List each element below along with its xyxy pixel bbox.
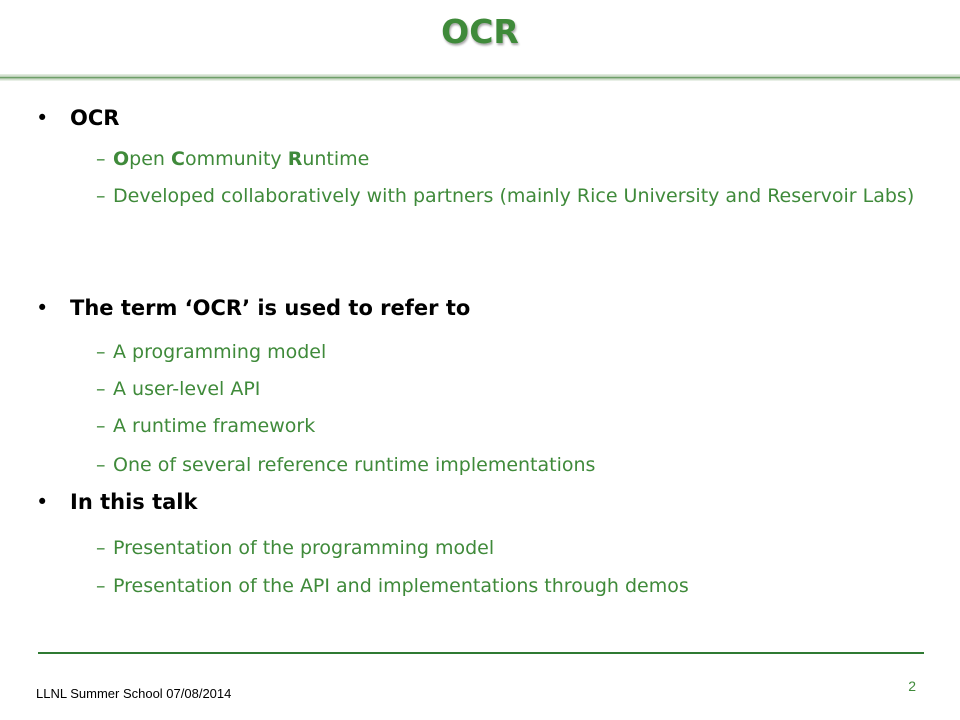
dash-icon: – [96,378,106,400]
sub-bullet-text: Developed collaboratively with partners … [113,185,915,207]
slide-title: OCR [441,12,519,51]
footer-text: LLNL Summer School 07/08/2014 [36,686,232,701]
bullet-heading-text: In this talk [70,490,198,514]
title-underline [0,77,960,78]
dash-icon: – [96,148,106,170]
sub-bullet: – One of several reference runtime imple… [96,451,596,479]
sub-bullet-text-part: ommunity [184,148,288,170]
bullet-heading: • OCR [36,106,120,130]
sub-bullet: – A programming model [96,338,327,366]
dash-icon: – [96,185,106,207]
sub-bullet-text: A runtime framework [113,415,316,437]
bullet-dot-icon: • [36,490,49,514]
page-number: 2 [908,678,916,694]
sub-bullet: – Developed collaboratively with partner… [96,182,923,210]
sub-bullet-text: A user-level API [113,378,261,400]
dash-icon: – [96,341,106,363]
dash-icon: – [96,575,106,597]
dash-icon: – [96,415,106,437]
dash-icon: – [96,454,106,476]
sub-bullet-text-part: untime [302,148,370,170]
sub-bullet: – A user-level API [96,375,261,403]
bullet-dot-icon: • [36,106,49,130]
sub-bullet-text-part: R [287,148,303,170]
bullet-heading: • In this talk [36,490,198,514]
bullet-dot-icon: • [36,296,49,320]
sub-bullet-text: A programming model [113,341,327,363]
sub-bullet: – Presentation of the API and implementa… [96,572,689,600]
sub-bullet-text: Presentation of the API and implementati… [113,575,689,597]
bullet-heading-text: OCR [70,106,120,130]
sub-bullet-text-part: pen [129,148,171,170]
sub-bullet-text-part: O [113,148,130,170]
sub-bullet: – A runtime framework [96,412,316,440]
bullet-heading-text: The term ‘OCR’ is used to refer to [70,296,471,320]
sub-bullet: – Presentation of the programming model [96,534,495,562]
sub-bullet-text: Presentation of the programming model [113,537,495,559]
footer-divider [38,652,924,654]
bullet-heading: • The term ‘OCR’ is used to refer to [36,296,471,320]
sub-bullet-text-part: C [171,148,185,170]
sub-bullet: – Open Community Runtime [96,145,370,173]
sub-bullet-text: One of several reference runtime impleme… [113,454,596,476]
dash-icon: – [96,537,106,559]
